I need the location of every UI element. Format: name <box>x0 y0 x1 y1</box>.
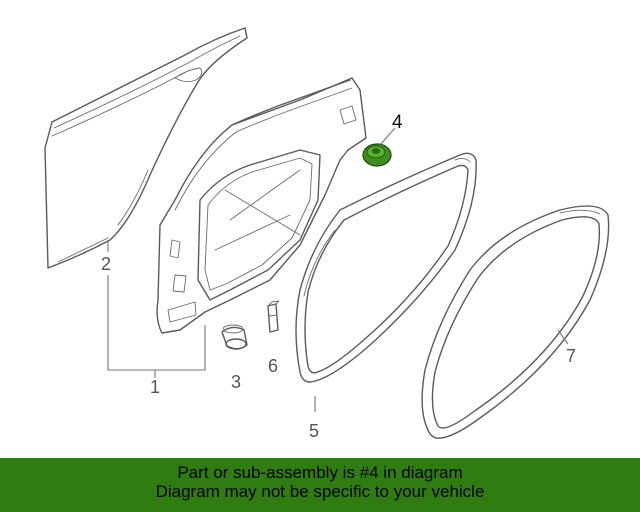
callout-part-5: 5 <box>309 421 319 441</box>
door-outer-panel <box>44 27 248 269</box>
callout-part-6: 6 <box>268 356 278 376</box>
door-inner-frame <box>156 77 367 334</box>
banner-line-2: Diagram may not be specific to your vehi… <box>155 482 485 501</box>
weatherstrip-door <box>295 152 477 383</box>
callout-leaders <box>107 127 569 412</box>
info-banner: Part or sub-assembly is #4 in diagram Di… <box>0 458 640 512</box>
callout-part-2: 2 <box>101 254 111 274</box>
callout-part-3: 3 <box>231 372 241 392</box>
weatherstrip-body <box>421 205 610 439</box>
bumper-plug <box>221 324 248 350</box>
callout-part-7: 7 <box>566 346 576 366</box>
callout-part-4: 4 <box>392 112 403 133</box>
plug-highlighted <box>362 143 392 167</box>
callout-part-1: 1 <box>150 377 160 397</box>
parts-diagram: 2 1 3 6 4 5 7 <box>44 27 610 441</box>
clip-part <box>267 300 280 333</box>
banner-line-1: Part or sub-assembly is #4 in diagram <box>177 463 463 482</box>
